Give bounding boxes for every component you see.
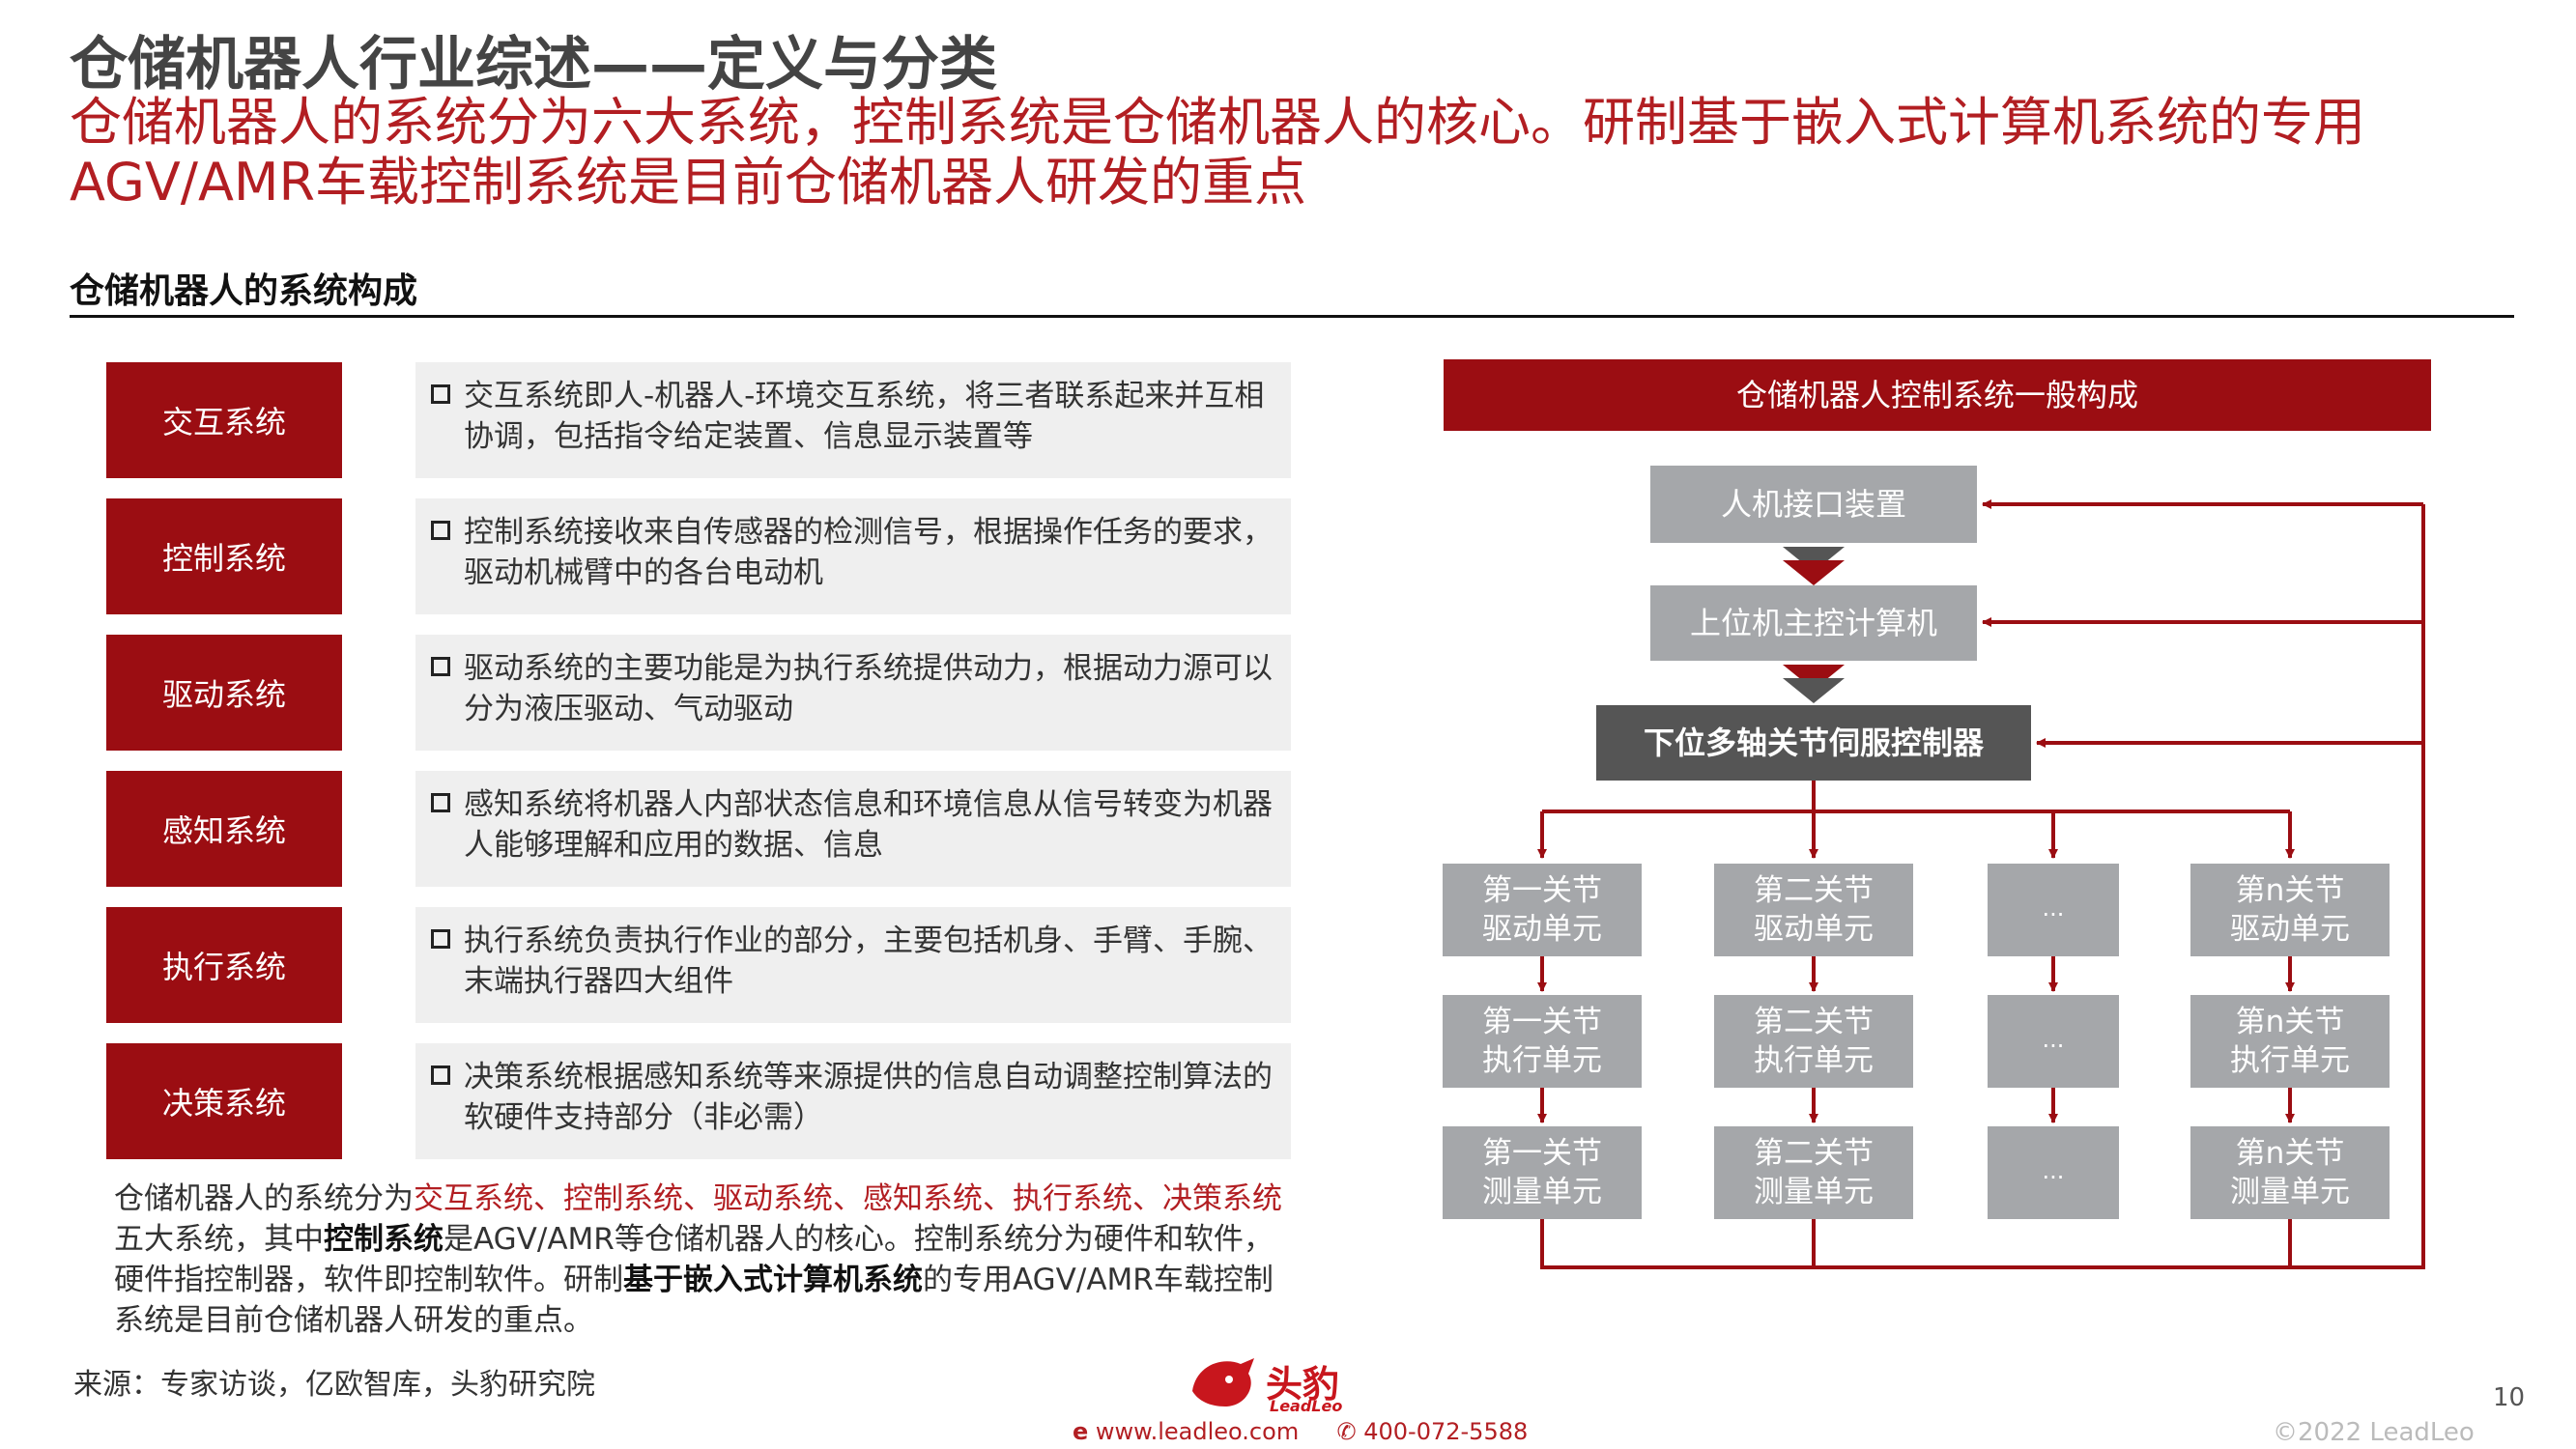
joint-drive-box (1443, 864, 1642, 956)
section-divider (70, 315, 2514, 318)
joint-drive-label: 第一关节 (1482, 873, 1602, 908)
system-label-perception: 感知系统 (106, 771, 342, 887)
distribution-lines (1537, 781, 2295, 859)
checkbox-bullet-icon (431, 384, 450, 404)
summary-text: 是AGV/AMR等仓储机器人的核心。控制系统分为硬件和软件，硬件指控制器，软件即… (114, 1222, 1274, 1297)
page-subtitle: 仓储机器人的系统分为六大系统，控制系统是仓储机器人的核心。研制基于嵌入式计算机系… (70, 92, 2365, 213)
joint-exec-label: 执行单元 (2230, 1043, 2350, 1078)
web-icon: e (1073, 1418, 1089, 1445)
joint-exec-box (1988, 995, 2119, 1088)
checkbox-bullet-icon (431, 929, 450, 949)
leopard-logo-icon (1192, 1358, 1254, 1406)
joint-drive-box (1714, 864, 1913, 956)
system-label-drive: 驱动系统 (106, 635, 342, 751)
joint-drive-label: 驱动单元 (1754, 912, 1874, 947)
summary-bold: 基于嵌入式计算机系统 (623, 1263, 923, 1297)
logo-subtext: LeadLeo (1270, 1397, 1343, 1415)
system-desc-text: 决策系统根据感知系统等来源提供的信息自动调整控制算法的软硬件支持部分（非必需） (464, 1060, 1273, 1135)
system-label-decision: 决策系统 (106, 1043, 342, 1159)
joint-exec-label: 第n关节 (2236, 1005, 2345, 1039)
joint-meas-label: 第二关节 (1754, 1136, 1874, 1171)
system-desc-perception: 感知系统将机器人内部状态信息和环境信息从信号转变为机器人能够理解和应用的数据、信… (415, 771, 1291, 887)
summary-text: 仓储机器人的系统分为 (114, 1181, 414, 1216)
system-desc-text: 执行系统负责执行作业的部分，主要包括机身、手臂、手腕、末端执行器四大组件 (464, 923, 1273, 999)
joint-exec-label: ... (2043, 1026, 2065, 1053)
system-label-interaction: 交互系统 (106, 362, 342, 478)
joint-drive-label: 驱动单元 (2230, 912, 2350, 947)
joint-meas-label: 测量单元 (2230, 1175, 2350, 1209)
page-title: 仓储机器人行业综述——定义与分类 (70, 31, 997, 99)
joint-exec-box (2190, 995, 2390, 1088)
joint-meas-label: 测量单元 (1482, 1175, 1602, 1209)
summary-paragraph: 仓储机器人的系统分为交互系统、控制系统、驱动系统、感知系统、执行系统、决策系统五… (114, 1179, 1302, 1341)
leadleo-logo (1187, 1352, 1380, 1418)
summary-text: 的专用AGV/AMR车载控制系统是目前仓储机器人研发的重点。 (114, 1263, 1274, 1338)
joint-drive-label: 第n关节 (2236, 873, 2345, 908)
joint-meas-box (1714, 1126, 1913, 1219)
summary-text: 五大系统，其中 (114, 1222, 324, 1257)
diagram-title: 仓储机器人控制系统一般构成 (1736, 377, 2138, 413)
summary-bold: 控制系统 (324, 1222, 444, 1257)
host-computer-label: 上位机主控计算机 (1690, 605, 1937, 641)
checkbox-bullet-icon (431, 521, 450, 540)
copyright: ©2022 LeadLeo (2273, 1418, 2475, 1447)
footer-links: e www.leadleo.com ✆ 400-072-5588 (1073, 1418, 1528, 1445)
joint-drive-label: ... (2043, 895, 2065, 922)
system-label-execution: 执行系统 (106, 907, 342, 1023)
hmi-label: 人机接口装置 (1721, 486, 1906, 523)
joint-drive-box (1988, 864, 2119, 956)
system-desc-text: 控制系统接收来自传感器的检测信号，根据操作任务的要求，驱动机械臂中的各台电动机 (464, 515, 1273, 590)
feedback-loop (1540, 499, 2425, 1269)
hmi-box (1650, 466, 1977, 543)
joint-exec-box (1443, 995, 1642, 1088)
joint-meas-box (1988, 1126, 2119, 1219)
joint-columns: 第一关节驱动单元第一关节执行单元第一关节测量单元第二关节驱动单元第二关节执行单元… (1443, 864, 2390, 1219)
phone-number: 400-072-5588 (1363, 1418, 1529, 1445)
joint-drive-label: 驱动单元 (1482, 912, 1602, 947)
system-label-control: 控制系统 (106, 498, 342, 614)
system-desc-execution: 执行系统负责执行作业的部分，主要包括机身、手臂、手腕、末端执行器四大组件 (415, 907, 1291, 1023)
chevron-down-icon (1783, 547, 1845, 585)
joint-meas-box (1443, 1126, 1642, 1219)
joint-meas-box (2190, 1126, 2390, 1219)
diagram-title-bar (1444, 359, 2431, 431)
joint-exec-label: 第一关节 (1482, 1005, 1602, 1039)
chevron-down-icon (1783, 665, 1845, 703)
joint-exec-label: 第二关节 (1754, 1005, 1874, 1039)
system-desc-drive: 驱动系统的主要功能是为执行系统提供动力，根据动力源可以分为液压驱动、气动驱动 (415, 635, 1291, 751)
system-desc-text: 交互系统即人-机器人-环境交互系统，将三者联系起来并互相协调，包括指令给定装置、… (464, 379, 1265, 454)
joint-meas-label: 第一关节 (1482, 1136, 1602, 1171)
source-note: 来源：专家访谈，亿欧智库，头豹研究院 (73, 1368, 595, 1402)
joint-meas-label: 第n关节 (2236, 1136, 2345, 1171)
joint-drive-box (2190, 864, 2390, 956)
servo-controller-box (1596, 705, 2031, 781)
page-number: 10 (2493, 1383, 2526, 1412)
checkbox-bullet-icon (431, 657, 450, 676)
system-desc-text: 驱动系统的主要功能是为执行系统提供动力，根据动力源可以分为液压驱动、气动驱动 (464, 651, 1273, 726)
joint-meas-label: 测量单元 (1754, 1175, 1874, 1209)
system-desc-decision: 决策系统根据感知系统等来源提供的信息自动调整控制算法的软硬件支持部分（非必需） (415, 1043, 1291, 1159)
section-title: 仓储机器人的系统构成 (70, 271, 418, 311)
system-desc-control: 控制系统接收来自传感器的检测信号，根据操作任务的要求，驱动机械臂中的各台电动机 (415, 498, 1291, 614)
system-desc-interaction: 交互系统即人-机器人-环境交互系统，将三者联系起来并互相协调，包括指令给定装置、… (415, 362, 1291, 478)
phone-icon: ✆ (1336, 1418, 1357, 1445)
checkbox-bullet-icon (431, 1065, 450, 1085)
joint-exec-label: 执行单元 (1482, 1043, 1602, 1078)
joint-exec-box (1714, 995, 1913, 1088)
host-computer-box (1650, 585, 1977, 661)
website-link[interactable]: www.leadleo.com (1095, 1418, 1300, 1445)
joint-drive-label: 第二关节 (1754, 873, 1874, 908)
joint-exec-label: 执行单元 (1754, 1043, 1874, 1078)
system-desc-text: 感知系统将机器人内部状态信息和环境信息从信号转变为机器人能够理解和应用的数据、信… (464, 787, 1273, 863)
joint-meas-label: ... (2043, 1157, 2065, 1184)
logo-text: 头豹 (1266, 1363, 1340, 1406)
summary-highlight: 交互系统、控制系统、驱动系统、感知系统、执行系统、决策系统 (414, 1181, 1282, 1216)
servo-controller-label: 下位多轴关节伺服控制器 (1644, 724, 1985, 761)
checkbox-bullet-icon (431, 793, 450, 812)
